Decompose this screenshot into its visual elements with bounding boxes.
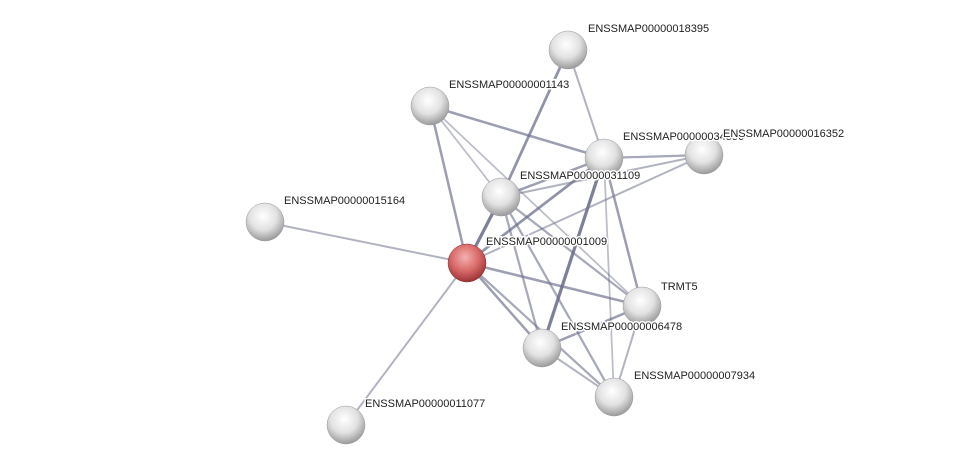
edge-n1009-n11077 bbox=[345, 262, 468, 426]
edge-n18395-n31109 bbox=[499, 49, 570, 198]
edge-n31109-nTRMT5 bbox=[500, 196, 643, 307]
node-label: ENSSMAP00000007934 bbox=[634, 370, 755, 382]
node-n18395[interactable] bbox=[548, 30, 588, 70]
edges-layer bbox=[264, 49, 705, 426]
node-label: ENSSMAP00000034556 bbox=[623, 131, 744, 143]
node-label: ENSSMAP00000006478 bbox=[561, 321, 682, 333]
node-label: ENSSMAP00000001009 bbox=[486, 236, 607, 248]
node-n11077[interactable] bbox=[326, 405, 366, 445]
node-n6478[interactable] bbox=[522, 328, 562, 368]
node-n1009[interactable] bbox=[447, 243, 487, 283]
edge-n31109-n7934 bbox=[500, 196, 615, 398]
node-n15164[interactable] bbox=[245, 202, 285, 242]
node-label: ENSSMAP00000018395 bbox=[588, 23, 709, 35]
edge-n1009-n1143 bbox=[428, 105, 469, 264]
nodes-layer: ENSSMAP00000018395ENSSMAP00000001143ENSS… bbox=[245, 22, 846, 445]
edge-nX-n7934 bbox=[603, 157, 615, 398]
node-n31109[interactable] bbox=[481, 177, 521, 217]
node-label: ENSSMAP00000011077 bbox=[365, 398, 485, 410]
node-label: ENSSMAP00000031109 bbox=[520, 170, 640, 182]
edge-n1009-n16352 bbox=[466, 154, 705, 264]
node-n1143[interactable] bbox=[410, 86, 450, 126]
node-label: TRMT5 bbox=[661, 281, 698, 293]
node-n7934[interactable] bbox=[594, 377, 634, 417]
node-label: ENSSMAP00000001143 bbox=[449, 79, 569, 91]
edge-n1009-n15164 bbox=[264, 221, 468, 264]
node-label: ENSSMAP00000016352 bbox=[723, 128, 844, 140]
node-nTRMT5[interactable] bbox=[622, 286, 662, 326]
edge-n1143-nX bbox=[429, 104, 605, 160]
edge-n1143-nTRMT5 bbox=[429, 105, 643, 307]
node-nX[interactable] bbox=[584, 138, 624, 178]
node-label: ENSSMAP00000015164 bbox=[284, 195, 405, 207]
edge-n31109-n6478 bbox=[499, 196, 544, 349]
edge-n1009-nX bbox=[466, 156, 605, 265]
node-n16352[interactable] bbox=[684, 135, 724, 175]
edge-nX-nTRMT5 bbox=[602, 157, 644, 307]
edge-n1009-nTRMT5 bbox=[466, 261, 643, 308]
